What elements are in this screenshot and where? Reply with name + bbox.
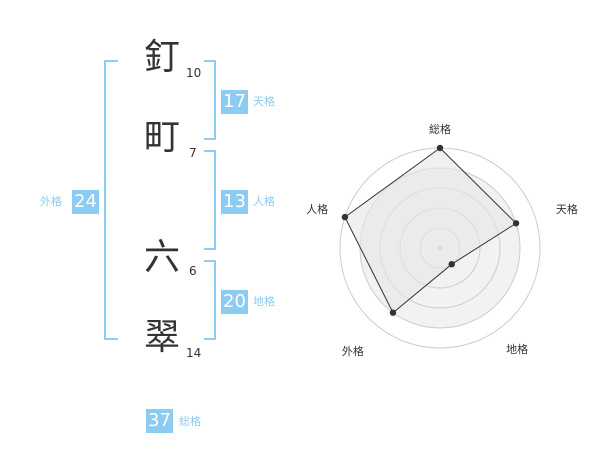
kanji-4: 翠 — [144, 317, 181, 358]
radar-point-2 — [512, 220, 520, 227]
radar-axis-label-1: 総格 — [429, 122, 451, 136]
soukaku-value: 37 — [146, 409, 173, 433]
gaikaku-bracket — [104, 60, 118, 340]
jinkaku-value: 13 — [221, 190, 248, 214]
soukaku-label: 総格 — [179, 415, 201, 428]
radar-point-4 — [389, 309, 397, 316]
tenkaku-bracket — [204, 60, 216, 140]
kanji-1: 釘 — [144, 37, 181, 78]
chikaku-label: 地格 — [253, 295, 275, 308]
radar-axis-label-2: 天格 — [556, 202, 578, 216]
radar-axis-label-5: 人格 — [306, 202, 328, 216]
radar-data-polygon — [344, 147, 517, 314]
radar-point-5 — [341, 213, 349, 221]
radar-point-3 — [448, 260, 455, 268]
stroke-count-4: 14 — [186, 346, 202, 360]
tenkaku-label: 天格 — [253, 95, 275, 108]
chikaku-value: 20 — [221, 290, 248, 314]
jinkaku-label: 人格 — [253, 195, 275, 208]
stroke-count-2: 7 — [189, 146, 197, 160]
radar-axis-label-3: 地格 — [506, 342, 528, 356]
kanji-2: 町 — [144, 117, 181, 158]
kanji-3: 六 — [144, 237, 181, 278]
gaikaku-label: 外格 — [40, 195, 62, 208]
chikaku-bracket — [204, 260, 216, 340]
jinkaku-bracket — [204, 150, 216, 250]
stroke-count-1: 10 — [186, 66, 202, 80]
stroke-count-3: 6 — [189, 264, 197, 278]
radar-axis-label-4: 外格 — [342, 344, 364, 358]
gaikaku-value: 24 — [72, 190, 99, 214]
tenkaku-value: 17 — [221, 90, 248, 114]
radar-point-1 — [436, 144, 444, 152]
